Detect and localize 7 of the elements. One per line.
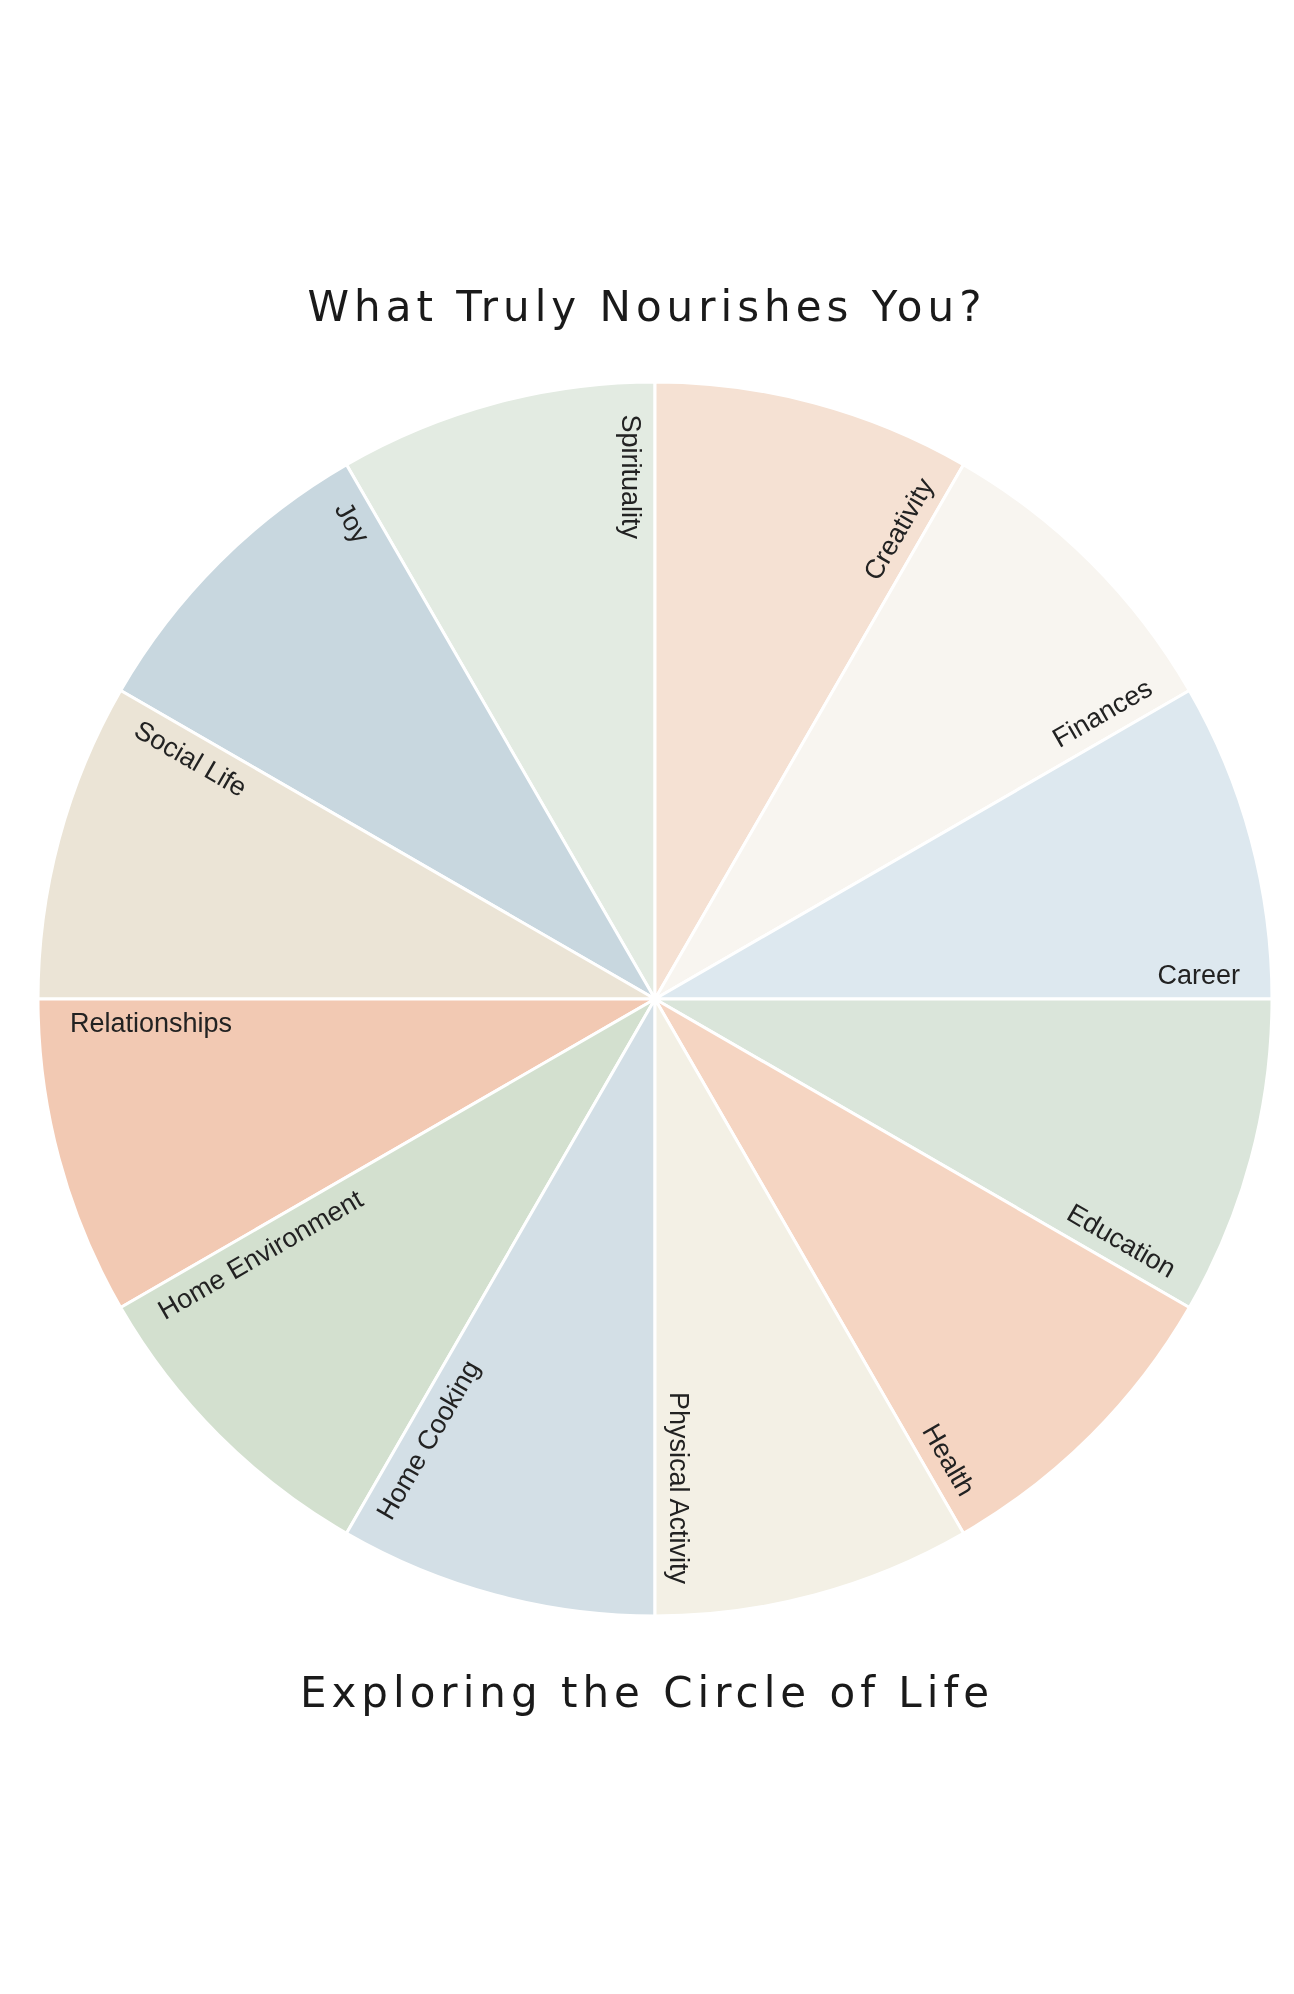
slice-label: Career [1157,957,1240,993]
slice-label: Spirituality [613,414,649,539]
caption: Exploring the Circle of Life [299,1668,995,1717]
title: What Truly Nourishes You? [307,282,987,331]
slice-label: Joy [326,495,379,550]
slice-label: Physical Activity [661,1391,697,1584]
slice-label: Relationships [70,1005,233,1041]
